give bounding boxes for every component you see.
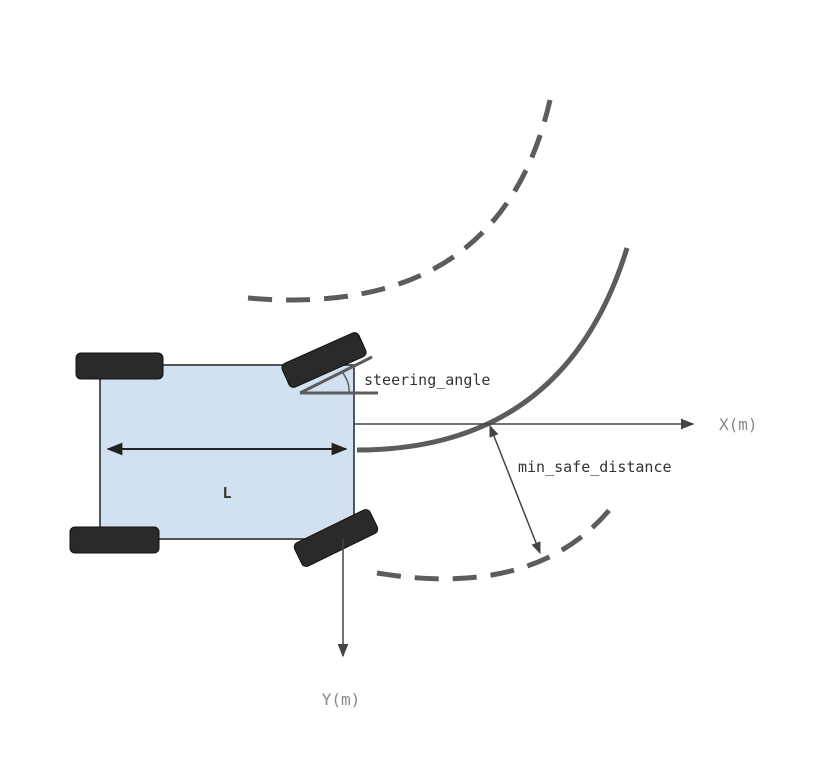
min-safe-distance-arrow bbox=[489, 424, 541, 555]
outer-safety-boundary bbox=[247, 99, 553, 303]
steering-angle-label: steering_angle bbox=[364, 371, 490, 389]
predicted-path-curve bbox=[356, 247, 630, 453]
front-right-wheel bbox=[293, 509, 379, 567]
y-axis-label: Y(m) bbox=[322, 690, 361, 709]
inner-safety-boundary bbox=[376, 501, 617, 582]
steering-angle-indicator bbox=[299, 355, 378, 395]
rear-right-wheel bbox=[69, 526, 160, 554]
x-axis-label: X(m) bbox=[719, 415, 758, 434]
vehicle-body bbox=[99, 364, 355, 540]
front-left-wheel bbox=[281, 332, 367, 388]
wheelbase-label: L bbox=[222, 484, 231, 502]
min-safe-distance-label: min_safe_distance bbox=[518, 458, 672, 476]
rear-left-wheel bbox=[75, 352, 164, 380]
